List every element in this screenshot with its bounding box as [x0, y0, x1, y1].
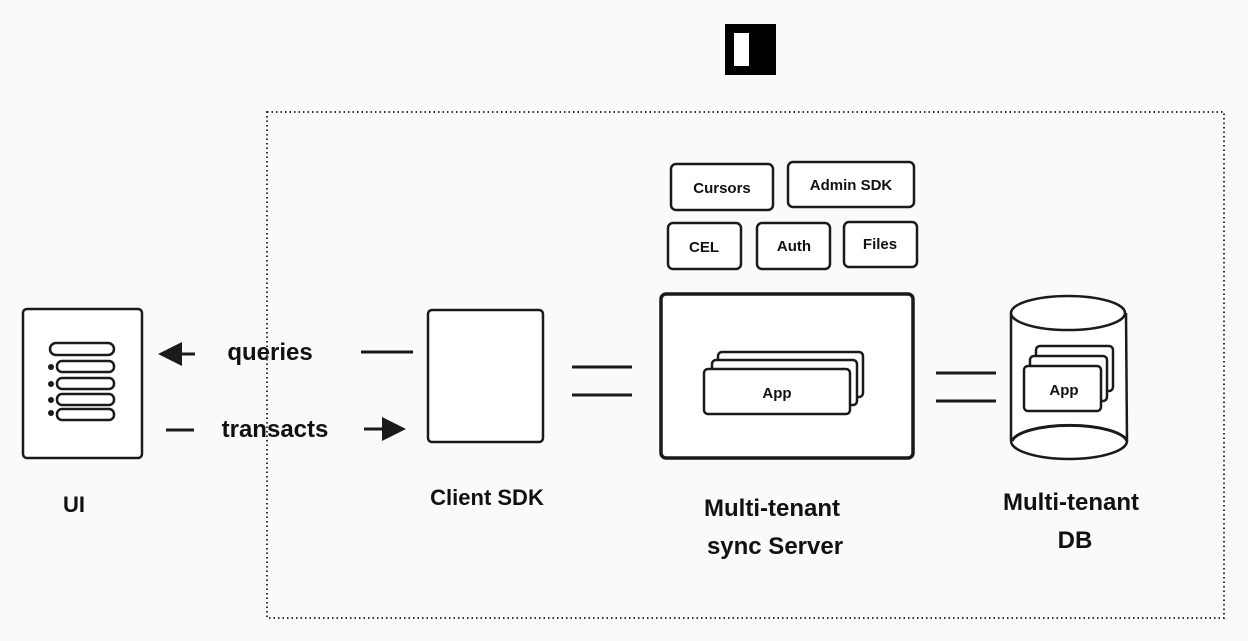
server-label-2: sync Server — [707, 533, 843, 560]
ui-label: UI — [63, 492, 85, 517]
sync-server-node: App — [659, 292, 915, 460]
db-label-1: Multi-tenant — [1003, 489, 1139, 516]
database-icon: App — [1009, 294, 1129, 461]
logo — [725, 24, 776, 75]
svg-text:Auth: Auth — [777, 238, 811, 255]
db-app-label: App — [1049, 382, 1078, 399]
module-cel: CEL — [666, 221, 743, 271]
svg-text:Files: Files — [863, 236, 897, 253]
module-auth: Auth — [755, 221, 832, 271]
svg-text:Cursors: Cursors — [693, 180, 751, 197]
module-files: Files — [842, 220, 919, 269]
svg-text:Admin SDK: Admin SDK — [810, 177, 893, 194]
server-label-1: Multi-tenant — [704, 495, 840, 522]
client-sdk-node — [426, 308, 545, 444]
db-label-2: DB — [1058, 527, 1093, 554]
server-app-label: App — [762, 385, 791, 402]
backend-boundary — [266, 111, 1225, 619]
client-server-connector — [572, 365, 632, 397]
server-db-connector — [936, 371, 996, 403]
list-icon — [48, 341, 116, 422]
module-cursors: Cursors — [669, 162, 775, 212]
client-sdk-label: Client SDK — [430, 485, 544, 510]
transacts-label: transacts — [222, 416, 329, 443]
queries-label: queries — [227, 339, 312, 366]
svg-text:CEL: CEL — [689, 239, 719, 256]
module-admin-sdk: Admin SDK — [786, 160, 916, 209]
ui-node — [21, 307, 144, 460]
